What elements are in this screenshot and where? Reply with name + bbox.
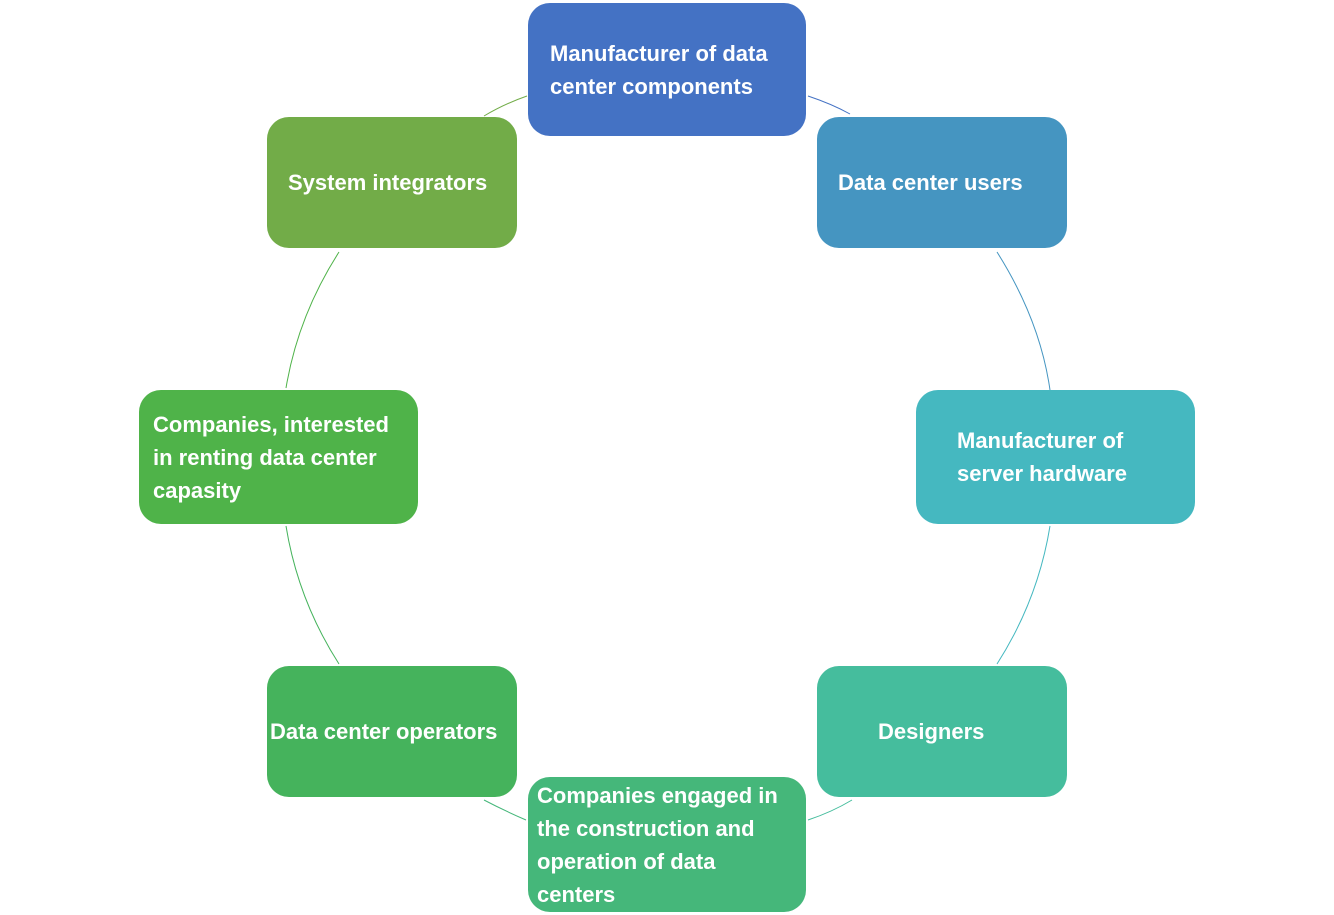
node-system-integrators: System integrators <box>267 117 517 248</box>
node-manufacturer-data-center-components: Manufacturer of data center components <box>528 3 806 136</box>
node-label: Companies, interested in renting data ce… <box>153 411 389 503</box>
node-construction-operation-companies: Companies engaged in the construction an… <box>528 777 806 912</box>
connector-arc <box>285 251 340 389</box>
node-renting-capacity-companies: Companies, interested in renting data ce… <box>139 390 418 524</box>
connector-arc <box>285 525 340 665</box>
node-label: Data center users <box>838 170 1023 195</box>
node-label: System integrators <box>288 170 488 195</box>
node-designers: Designers <box>817 666 1067 797</box>
node-label: Manufacturer of data center components <box>550 40 768 99</box>
node-label: Companies engaged in the construction an… <box>537 782 778 907</box>
connector-arc <box>996 525 1051 665</box>
connector-arc <box>483 799 527 821</box>
node-data-center-operators: Data center operators <box>267 666 517 797</box>
node-data-center-users: Data center users <box>817 117 1067 248</box>
connector-arc <box>807 799 853 821</box>
connector-arc <box>807 95 851 115</box>
node-label: Designers <box>878 719 985 744</box>
connector-arc <box>483 95 528 117</box>
node-label: Data center operators <box>270 719 498 744</box>
connector-arc <box>996 251 1051 391</box>
node-label: Manufacturer of server hardware <box>957 428 1127 486</box>
node-manufacturer-server-hardware: Manufacturer of server hardware <box>916 390 1195 524</box>
